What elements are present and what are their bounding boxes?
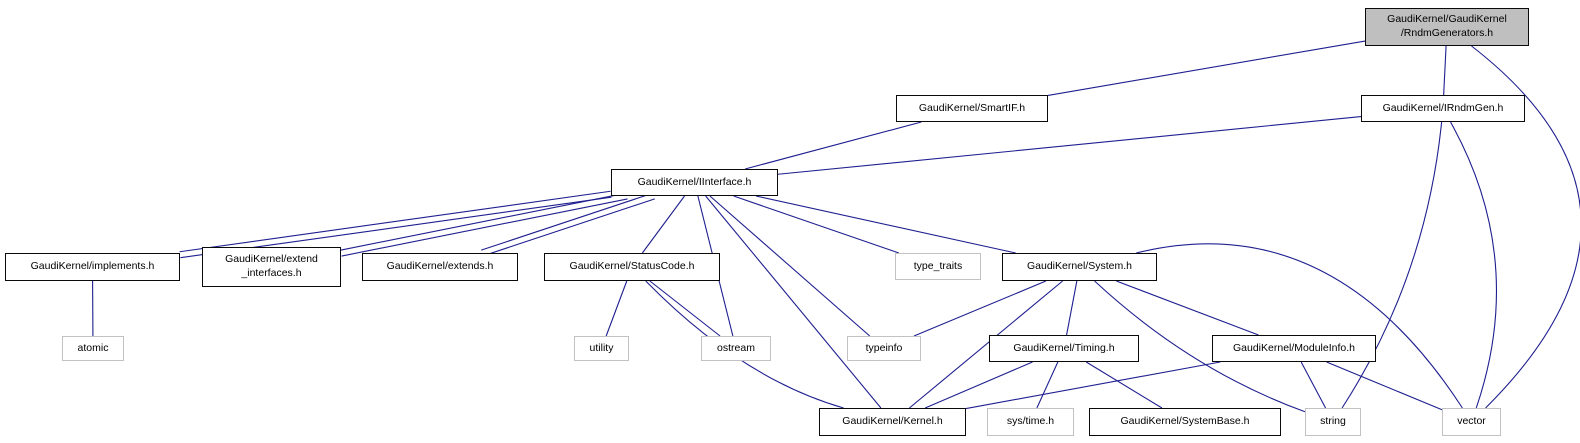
- edge-irndmgen-to-string: [1341, 121, 1443, 409]
- node-irndmgen-h[interactable]: GaudiKernel/IRndmGen.h: [1361, 95, 1525, 122]
- edge-timing-to-systime: [1036, 361, 1059, 409]
- node-atomic: atomic: [62, 336, 124, 361]
- edge-statuscode-to-utility: [605, 280, 628, 337]
- edge-statuscode-to-kernel: [645, 280, 844, 409]
- node-label: GaudiKernel/GaudiKernel /RndmGenerators.…: [1387, 13, 1507, 39]
- node-label: GaudiKernel/IInterface.h: [637, 175, 752, 188]
- edge-irndmgen-to-iinterface: [777, 116, 1362, 175]
- node-label: GaudiKernel/ModuleInfo.h: [1233, 341, 1355, 354]
- node-smartif-h[interactable]: GaudiKernel/SmartIF.h: [896, 95, 1048, 122]
- node-utility: utility: [574, 336, 629, 361]
- node-rndmgenerators-h: GaudiKernel/GaudiKernel /RndmGenerators.…: [1365, 8, 1529, 46]
- node-label: atomic: [77, 341, 109, 354]
- edge-iinterface-to-typetraits: [733, 195, 900, 254]
- node-label: GaudiKernel/implements.h: [30, 260, 155, 273]
- edge-timing-to-kernel: [924, 361, 1033, 409]
- node-type-traits: type_traits: [895, 253, 981, 280]
- node-label: GaudiKernel/SmartIF.h: [918, 101, 1026, 114]
- node-kernel-h[interactable]: GaudiKernel/Kernel.h: [819, 408, 966, 436]
- node-label: utility: [589, 341, 614, 354]
- node-label: GaudiKernel/SystemBase.h: [1120, 415, 1250, 428]
- node-label: ostream: [717, 341, 755, 354]
- edge-smartif-to-iinterface: [744, 121, 922, 170]
- node-iinterface-h[interactable]: GaudiKernel/IInterface.h: [611, 169, 778, 196]
- edge-moduleinfo-to-string: [1300, 361, 1327, 409]
- node-label: GaudiKernel/IRndmGen.h: [1382, 101, 1504, 114]
- node-label: type_traits: [913, 259, 963, 272]
- node-systembase-h[interactable]: GaudiKernel/SystemBase.h: [1089, 408, 1281, 436]
- edge-rndmgenerators-to-smartif: [1047, 40, 1366, 97]
- node-label: vector: [1457, 415, 1486, 428]
- node-label: GaudiKernel/System.h: [1026, 260, 1133, 273]
- node-system-h[interactable]: GaudiKernel/System.h: [1002, 253, 1157, 281]
- node-label: GaudiKernel/Kernel.h: [842, 415, 943, 428]
- edge-rndmgenerators-to-vector: [1471, 45, 1580, 409]
- node-label: GaudiKernel/extend _interfaces.h: [225, 253, 318, 279]
- node-label: sys/time.h: [1006, 415, 1055, 428]
- edge-iinterface-to-typeinfo: [709, 195, 871, 337]
- edge-iinterface-to-kernel: [705, 195, 882, 409]
- node-implements-h[interactable]: GaudiKernel/implements.h: [5, 253, 180, 281]
- node-vector: vector: [1442, 408, 1501, 436]
- edge-timing-to-systembase: [1085, 361, 1163, 409]
- node-extends-h[interactable]: GaudiKernel/extends.h: [362, 253, 518, 281]
- edge-system-to-kernel: [909, 280, 1063, 409]
- node-sys-time-h: sys/time.h: [987, 408, 1074, 436]
- node-label: GaudiKernel/Timing.h: [1013, 341, 1115, 354]
- edge-system-to-moduleinfo: [1116, 280, 1259, 336]
- edge-extendinterfaces-to-iinterface: [340, 192, 627, 251]
- edge-moduleinfo-to-kernel: [965, 361, 1221, 410]
- node-string: string: [1305, 408, 1361, 436]
- edge-system-to-timing: [1066, 280, 1078, 336]
- edge-rndmgenerators-to-irndmgen: [1443, 45, 1447, 96]
- edge-system-to-string: [1094, 280, 1306, 413]
- edge-irndmgen-to-vector: [1450, 121, 1498, 409]
- node-statuscode-h[interactable]: GaudiKernel/StatusCode.h: [544, 253, 720, 281]
- node-typeinfo: typeinfo: [847, 336, 921, 361]
- edge-statuscode-to-ostream: [649, 280, 721, 337]
- edge-extends-to-iinterface: [481, 192, 654, 251]
- node-extend-interfaces-h[interactable]: GaudiKernel/extend _interfaces.h: [202, 247, 341, 287]
- node-label: GaudiKernel/extends.h: [386, 260, 494, 273]
- edge-iinterface-to-statuscode: [641, 195, 685, 254]
- edge-iinterface-to-extends: [482, 198, 655, 257]
- edge-implements-to-iinterface: [179, 190, 611, 253]
- node-label: typeinfo: [865, 341, 903, 354]
- edge-moduleinfo-to-vector: [1326, 361, 1443, 411]
- node-moduleinfo-h[interactable]: GaudiKernel/ModuleInfo.h: [1212, 335, 1376, 362]
- node-timing-h[interactable]: GaudiKernel/Timing.h: [989, 335, 1139, 362]
- edge-iinterface-to-system: [755, 195, 1016, 254]
- edge-system-to-typeinfo: [913, 280, 1047, 337]
- node-ostream: ostream: [701, 336, 771, 361]
- node-label: GaudiKernel/StatusCode.h: [569, 260, 695, 273]
- edge-system-to-vector: [1136, 243, 1463, 409]
- edge-iinterface-to-extendinterfaces: [341, 198, 628, 257]
- node-label: string: [1320, 415, 1346, 428]
